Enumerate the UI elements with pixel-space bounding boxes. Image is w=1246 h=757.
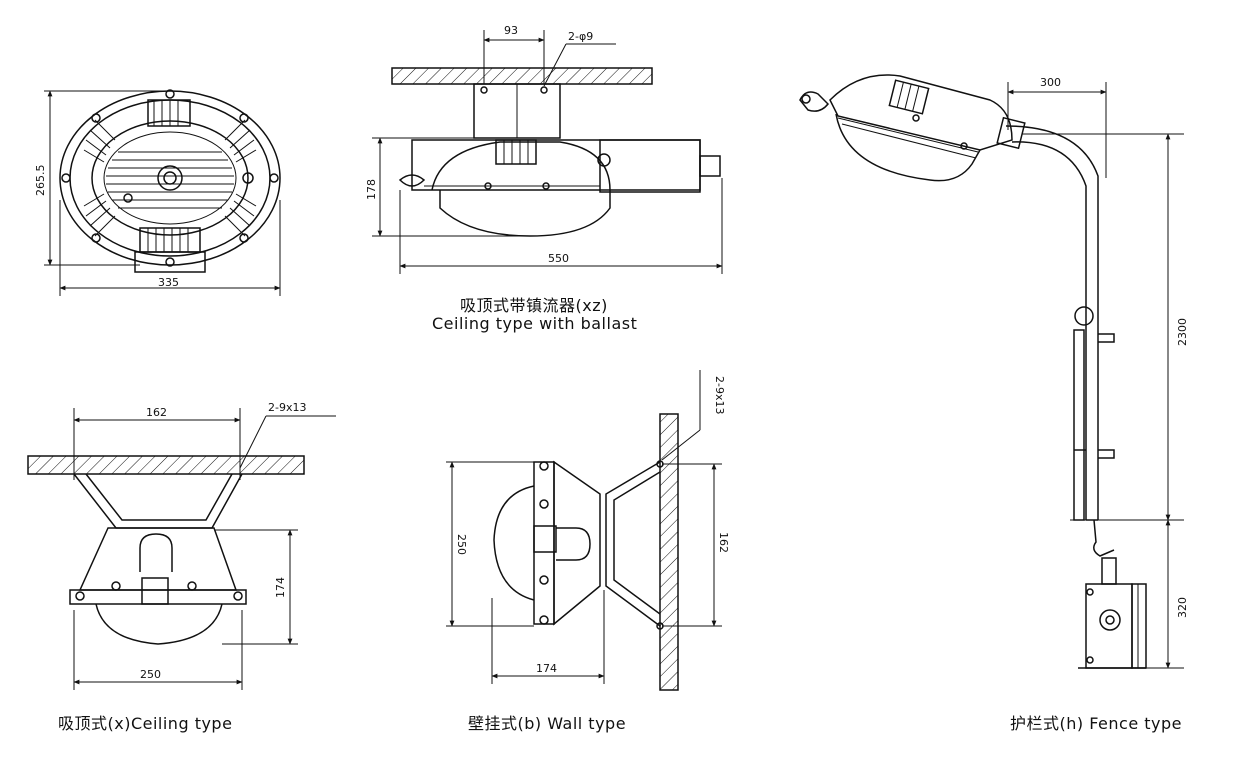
caption-xz-cn: 吸顶式带镇流器(xz) xyxy=(460,296,608,315)
top-view-luminaire: 335 265.5 xyxy=(34,89,281,296)
dim-top-height: 265.5 xyxy=(34,165,47,197)
dim-b-holes: 2-9x13 xyxy=(713,376,726,414)
dim-xz-length: 550 xyxy=(548,252,569,265)
dim-h-height: 2300 xyxy=(1176,318,1189,346)
ceiling-type-view: 162 2-9x13 174 250 xyxy=(27,401,336,690)
dim-xz-height: 178 xyxy=(365,179,378,200)
dim-x-width: 250 xyxy=(140,668,161,681)
dim-top-width: 335 xyxy=(158,276,179,289)
ceiling-ballast-view: 93 2-φ9 178 550 xyxy=(365,24,723,274)
dim-b-spacing: 162 xyxy=(717,532,730,553)
dim-h-reach: 300 xyxy=(1040,76,1061,89)
dim-b-height: 250 xyxy=(455,534,468,555)
caption-xz-en: Ceiling type with ballast xyxy=(432,314,638,333)
wall-type-view: 2-9x13 250 162 174 xyxy=(446,370,730,691)
dim-b-depth: 174 xyxy=(536,662,557,675)
dim-x-holes: 2-9x13 xyxy=(268,401,306,414)
caption-wall-type: 壁挂式(b) Wall type xyxy=(468,714,627,733)
dim-xz-holes: 2-φ9 xyxy=(568,30,593,43)
dim-x-spacing: 162 xyxy=(146,406,167,419)
caption-fence-type: 护栏式(h) Fence type xyxy=(1010,714,1182,733)
dim-h-box: 320 xyxy=(1176,597,1189,618)
dim-x-height: 174 xyxy=(274,577,287,598)
dim-xz-spacing: 93 xyxy=(504,24,518,37)
fence-type-view: 300 2300 320 xyxy=(799,74,1189,669)
caption-ceiling-type: 吸顶式(x)Ceiling type xyxy=(58,714,233,733)
